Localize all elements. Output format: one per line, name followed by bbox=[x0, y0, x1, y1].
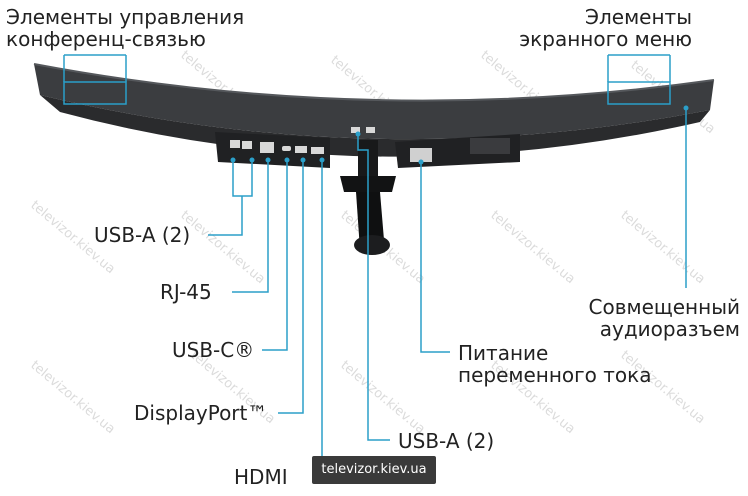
watermark-badge: televizor.kiev.ua bbox=[312, 456, 436, 484]
vent bbox=[470, 138, 510, 154]
usb-a-port bbox=[366, 127, 375, 133]
label-line: переменного тока bbox=[458, 363, 652, 387]
rj45-port bbox=[260, 142, 274, 153]
conference-controls-box bbox=[63, 81, 127, 105]
hdmi-port bbox=[311, 147, 324, 154]
callout-dots bbox=[230, 105, 689, 165]
label-line: Элементы bbox=[585, 5, 692, 29]
label-displayport: DisplayPort™ bbox=[134, 401, 268, 425]
displayport-port bbox=[295, 146, 307, 153]
label-hdmi: HDMI bbox=[234, 465, 288, 489]
label-audio-jack: Совмещенный аудиоразъем bbox=[576, 296, 740, 340]
usb-a-port bbox=[242, 141, 252, 149]
label-usb-c: USB-C® bbox=[172, 338, 255, 362]
usb-a-port bbox=[230, 140, 240, 148]
monitor-top-edge bbox=[33, 63, 715, 102]
osd-controls-box bbox=[607, 81, 671, 105]
usb-a-port bbox=[351, 127, 360, 133]
label-usb-a-right: USB-A (2) bbox=[398, 429, 495, 453]
usb-c-port bbox=[282, 146, 291, 151]
label-rj45: RJ-45 bbox=[160, 280, 212, 304]
callout-lines bbox=[208, 108, 687, 470]
label-usb-a-left: USB-A (2) bbox=[94, 223, 191, 247]
label-osd-controls: Элементы экранного меню bbox=[512, 6, 692, 50]
label-line: Питание bbox=[458, 341, 549, 365]
label-line: аудиоразъем bbox=[599, 317, 740, 341]
monitor-underside bbox=[40, 95, 710, 157]
monitor-body bbox=[34, 64, 714, 140]
label-line: Элементы управления bbox=[6, 5, 245, 29]
stand-foot bbox=[354, 235, 390, 255]
label-conference-controls: Элементы управления конференц-связью bbox=[6, 6, 244, 50]
label-line: экранного меню bbox=[519, 27, 692, 51]
label-line: Совмещенный bbox=[588, 295, 740, 319]
ac-power-port bbox=[410, 148, 432, 162]
label-line: конференц-связью bbox=[6, 27, 206, 51]
label-ac-power: Питание переменного тока bbox=[458, 342, 652, 386]
